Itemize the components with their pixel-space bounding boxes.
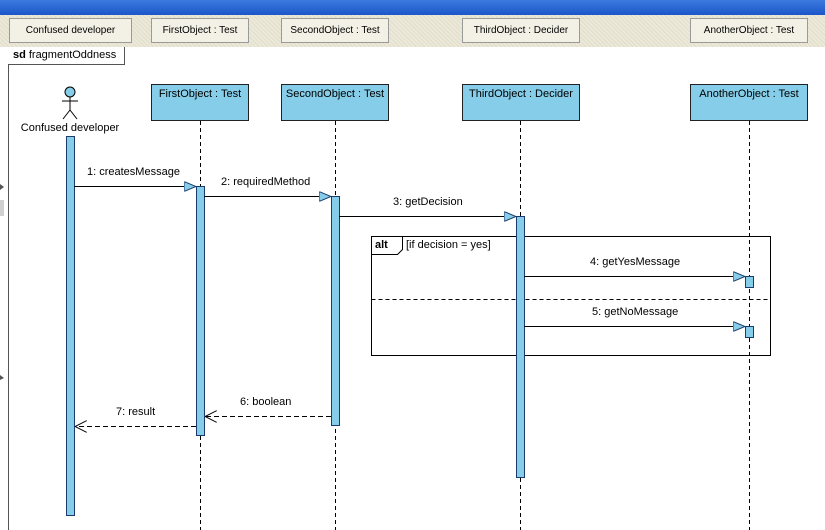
alt-operator-label: alt <box>375 239 388 251</box>
frame-name: fragmentOddness <box>28 49 117 61</box>
alt-guard-condition: [if decision = yes] <box>406 239 491 251</box>
actor-label: Confused developer <box>20 122 120 134</box>
lifeline-head-third[interactable]: ThirdObject : Decider <box>462 84 580 121</box>
ruler-ticks <box>0 184 4 380</box>
message-label-1: 1: createsMessage <box>87 166 180 178</box>
message-label-6: 6: boolean <box>240 396 292 408</box>
alt-fragment[interactable] <box>371 236 771 356</box>
header-first-object[interactable]: FirstObject : Test <box>151 18 249 43</box>
activation-bar-third[interactable] <box>516 216 525 478</box>
lifeline-header-strip <box>0 15 825 47</box>
header-second-object[interactable]: SecondObject : Test <box>281 18 389 43</box>
lifeline-head-first[interactable]: FirstObject : Test <box>151 84 249 121</box>
header-actor[interactable]: Confused developer <box>9 18 132 43</box>
lifeline-head-second[interactable]: SecondObject : Test <box>281 84 389 121</box>
message-label-5: 5: getNoMessage <box>592 306 679 318</box>
header-another-object[interactable]: AnotherObject : Test <box>690 18 808 43</box>
frame-border <box>8 47 9 530</box>
actor-stick-figure-icon[interactable] <box>62 86 78 120</box>
header-third-object[interactable]: ThirdObject : Decider <box>462 18 580 43</box>
activation-bar-another-no[interactable] <box>745 326 754 338</box>
message-label-4: 4: getYesMessage <box>590 256 681 268</box>
message-label-3: 3: getDecision <box>393 196 463 208</box>
message-label-2: 2: requiredMethod <box>221 176 311 188</box>
message-label-7: 7: result <box>116 406 156 418</box>
activation-bar-actor[interactable] <box>66 136 75 516</box>
activation-bar-second[interactable] <box>331 196 340 426</box>
window-title-bar <box>0 0 825 15</box>
activation-bar-first[interactable] <box>196 186 205 436</box>
activation-bar-another-yes[interactable] <box>745 276 754 288</box>
frame-keyword: sd <box>13 49 26 61</box>
lifeline-head-another[interactable]: AnotherObject : Test <box>690 84 808 121</box>
